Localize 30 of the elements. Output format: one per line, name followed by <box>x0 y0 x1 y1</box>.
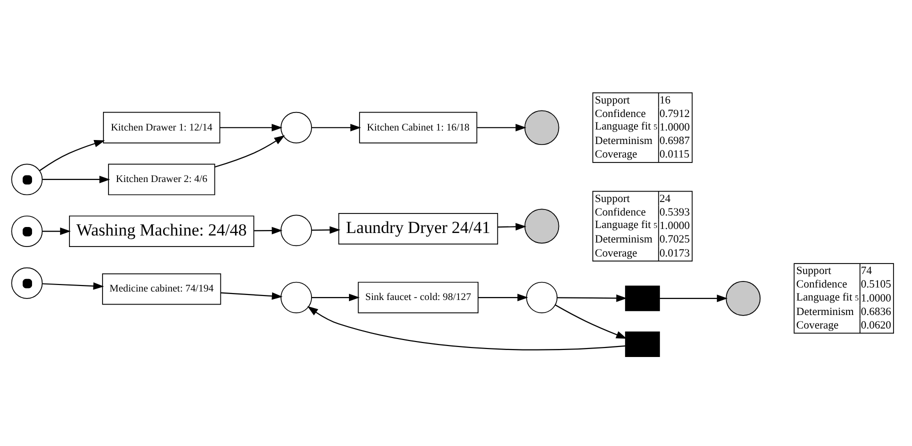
label: 1.0000 <box>860 292 892 304</box>
label: Support <box>796 265 832 278</box>
label: 16 <box>659 94 671 106</box>
label: Determinism <box>594 234 653 246</box>
label: 0.0173 <box>659 247 690 260</box>
label: 0.5393 <box>659 206 690 218</box>
label: Support <box>594 94 630 106</box>
label: Language fit5 <box>594 219 658 232</box>
label: Determinism <box>594 135 653 148</box>
label: 0.7912 <box>659 108 690 120</box>
label: Confidence <box>594 108 646 120</box>
label: 0.6987 <box>659 135 690 148</box>
label: 0.0620 <box>860 319 892 332</box>
label: 0.0115 <box>659 148 690 161</box>
label: 74 <box>860 265 872 278</box>
label: Determinism <box>796 306 854 318</box>
label: Coverage <box>594 247 638 260</box>
label: Confidence <box>796 278 848 291</box>
label: Support <box>594 192 630 205</box>
label: 1.0000 <box>659 220 690 232</box>
label: Coverage <box>796 319 839 332</box>
label: Language fit5 <box>594 120 658 133</box>
label: 0.7025 <box>659 234 690 246</box>
label: 24 <box>659 192 671 205</box>
label: 0.6836 <box>860 306 892 318</box>
label: 1.0000 <box>659 122 690 134</box>
label: Coverage <box>594 148 638 161</box>
label: Confidence <box>594 206 646 218</box>
label: Language fit5 <box>796 291 859 304</box>
label: 0.5105 <box>860 278 892 291</box>
